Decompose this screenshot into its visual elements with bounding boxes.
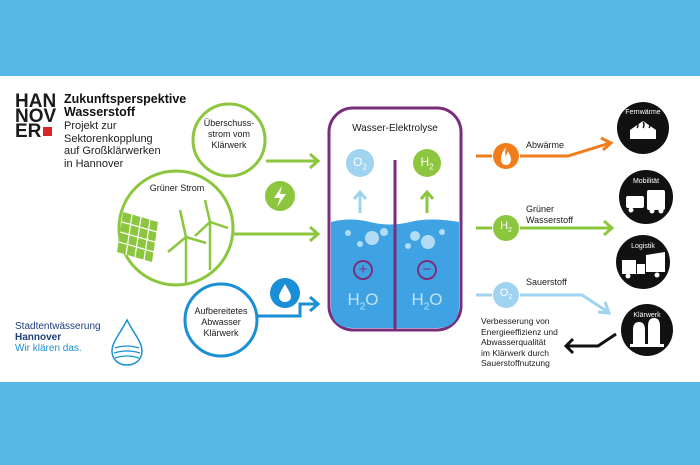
surplus-power-circle: [191, 102, 267, 178]
water-drop-logo-icon: [111, 318, 143, 366]
hydrogen-symbol: H2: [500, 220, 512, 235]
logistics-circle: [616, 235, 670, 289]
oxygen-arrow: [476, 293, 612, 315]
lightning-icon: [274, 186, 286, 207]
tank-water-right: H2O: [411, 290, 443, 313]
logo-red-square-icon: [43, 127, 53, 136]
wind-turbine-icon: [167, 199, 229, 284]
electrolysis-tank: [327, 106, 463, 332]
cathode-minus-sign: −: [422, 261, 432, 278]
oxygen-circle: [493, 282, 519, 308]
mobility-label: Mobilität: [632, 178, 660, 185]
electrolysis-title: Wasser-Elektrolyse: [352, 123, 438, 134]
flame-circle: [493, 143, 519, 169]
district-heating-circle: [617, 102, 669, 154]
page-title: Zukunftsperspektive Wasserstoff: [64, 92, 187, 119]
water-circle: [183, 282, 259, 358]
hannover-logo: HAN NOV ER: [15, 91, 57, 142]
heat-arrow: [476, 136, 614, 158]
mobility-circle: [619, 170, 673, 224]
hydrogen-arrow: [476, 219, 615, 237]
improvement-text: Verbesserung von Energieeffizienz und Ab…: [481, 316, 558, 368]
green-hydrogen-label: Grüner Wasserstoff: [526, 204, 574, 225]
heat-label: Abwärme: [526, 140, 565, 150]
drop-icon: [279, 284, 291, 302]
oxygen-symbol: O2: [499, 287, 513, 302]
surplus-power-label: Überschuss- strom vom Klärwerk: [203, 118, 255, 150]
tank-water-left: H2O: [347, 290, 379, 313]
anode-plus-sign: +: [358, 261, 368, 278]
oxygen-label: Sauerstoff: [526, 277, 567, 287]
logistics-label: Logistik: [631, 243, 655, 250]
input-arrows-green: [234, 152, 321, 243]
flame-icon: [501, 147, 511, 165]
green-power-label: Grüner Strom: [149, 183, 205, 193]
page-subtitle: Projekt zur Sektorenkopplung auf Großklä…: [64, 120, 161, 170]
hydrogen-circle: [493, 215, 519, 241]
company-name: Stadtentwässerung Hannover Wir klären da…: [15, 321, 101, 354]
water-label: Aufbereitetes Abwasser Klärwerk: [194, 306, 248, 338]
district-heating-label: Fernwärme: [625, 109, 661, 116]
input-arrow-blue: [258, 295, 321, 318]
treatment-plant-circle: [621, 304, 673, 356]
return-arrow: [563, 332, 617, 355]
plant-label: Klärwerk: [633, 312, 661, 319]
tank-oxygen-symbol: O2: [353, 155, 367, 172]
solar-panel-icon: [117, 212, 158, 262]
tank-hydrogen-symbol: H2: [420, 155, 434, 172]
